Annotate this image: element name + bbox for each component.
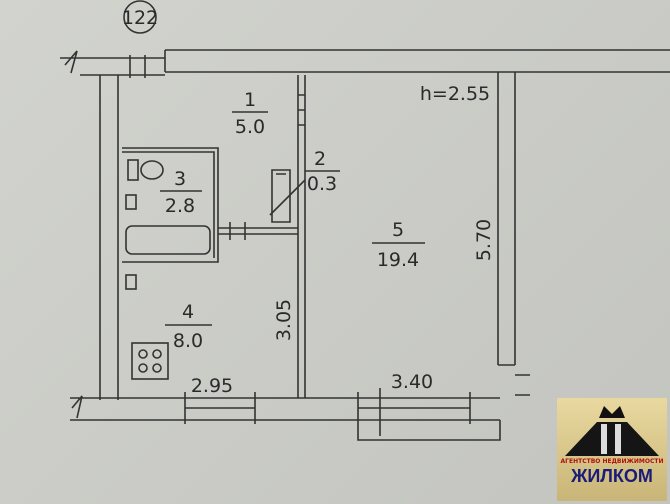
- logo-brand: ЖИЛКОМ: [571, 466, 653, 486]
- room-4-number: 4: [182, 301, 194, 323]
- logo-subtitle: АГЕНТСТВО НЕДВИЖИМОСТИ: [560, 458, 664, 465]
- building-window-column: [601, 424, 607, 454]
- room-5-number: 5: [392, 219, 404, 241]
- room-1-number: 1: [244, 89, 256, 111]
- agency-logo: АГЕНТСТВО НЕДВИЖИМОСТИ ЖИЛКОМ: [557, 398, 667, 501]
- building-window-column: [615, 424, 621, 454]
- top-wall: [164, 49, 670, 73]
- room-3-area: 2.8: [165, 195, 195, 217]
- stove-icon: [131, 342, 169, 380]
- ceiling-height: h=2.55: [420, 83, 490, 105]
- building-number: 122: [122, 7, 158, 29]
- room-2-area: 0.3: [307, 173, 337, 195]
- closet: [271, 169, 291, 223]
- partition-wall: [297, 75, 306, 398]
- room-5-area: 19.4: [377, 249, 419, 271]
- right-wall: [497, 72, 530, 396]
- toilet-tank: [127, 159, 139, 181]
- top-left-wall: [60, 50, 165, 78]
- left-wall: [99, 75, 119, 400]
- sink-icon: [125, 194, 137, 210]
- kitchen-sink-icon: [125, 274, 137, 290]
- room-3-number: 3: [174, 168, 186, 190]
- bathroom-walls: [122, 147, 219, 263]
- bottom-wall: [70, 388, 501, 441]
- bathtub-icon: [125, 225, 211, 255]
- room-4-area: 8.0: [173, 330, 203, 352]
- building-number-circle: [123, 0, 157, 34]
- partition-hatch: [298, 94, 305, 126]
- room-1-area: 5.0: [235, 116, 265, 138]
- toilet-icon: [140, 160, 164, 180]
- dim-room-width: 3.40: [391, 371, 433, 393]
- dim-kitchen-length: 3.05: [273, 299, 295, 341]
- crown-icon: [599, 406, 625, 418]
- corridor-wall: [218, 222, 298, 240]
- room-2-number: 2: [314, 148, 326, 170]
- crown-building-emblem: [565, 406, 659, 456]
- closet-leader: [269, 179, 306, 216]
- dim-kitchen-width: 2.95: [191, 375, 233, 397]
- dim-room-length: 5.70: [473, 219, 495, 261]
- building-icon: [565, 422, 659, 456]
